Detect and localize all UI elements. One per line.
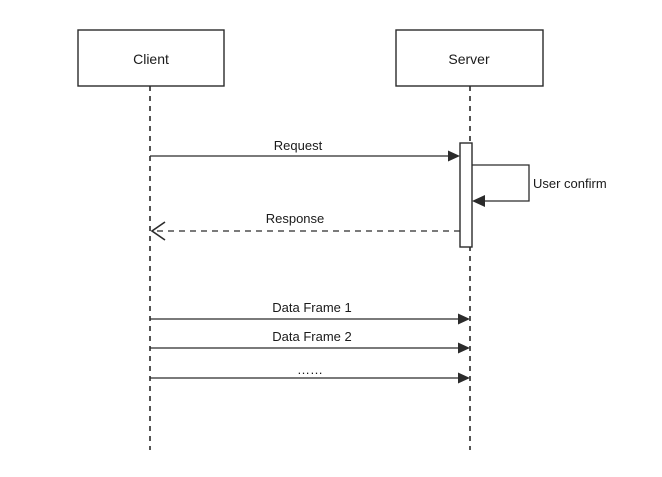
message-label-user-confirm: User confirm — [533, 176, 607, 191]
message-line-user-confirm — [472, 164, 530, 202]
participant-server[interactable]: Server — [395, 29, 544, 87]
arrowhead-response — [150, 221, 166, 241]
participant-box-server[interactable] — [395, 29, 544, 87]
arrowhead-user-confirm — [472, 195, 485, 207]
arrowhead-data-frame-more — [458, 372, 470, 384]
arrowhead-data-frame-1 — [458, 313, 470, 325]
message-label-response: Response — [266, 211, 325, 226]
participant-label-server: Server — [448, 51, 490, 67]
arrowhead-request — [448, 150, 460, 162]
message-response[interactable]: Response — [150, 211, 460, 241]
participant-label-client: Client — [133, 51, 169, 67]
message-label-data-frame-2: Data Frame 2 — [272, 329, 351, 344]
message-label-data-frame-more: …… — [297, 362, 323, 377]
message-data-frame-more[interactable]: …… — [150, 362, 470, 384]
arrowhead-data-frame-2 — [458, 342, 470, 354]
participant-client[interactable]: Client — [77, 29, 225, 87]
message-request[interactable]: Request — [150, 138, 460, 162]
message-label-data-frame-1: Data Frame 1 — [272, 300, 351, 315]
participant-box-client[interactable] — [77, 29, 225, 87]
message-user-confirm[interactable]: User confirm — [472, 164, 607, 207]
message-data-frame-1[interactable]: Data Frame 1 — [150, 300, 470, 325]
activation-bar-server[interactable] — [459, 142, 473, 248]
message-label-request: Request — [274, 138, 323, 153]
message-data-frame-2[interactable]: Data Frame 2 — [150, 329, 470, 354]
